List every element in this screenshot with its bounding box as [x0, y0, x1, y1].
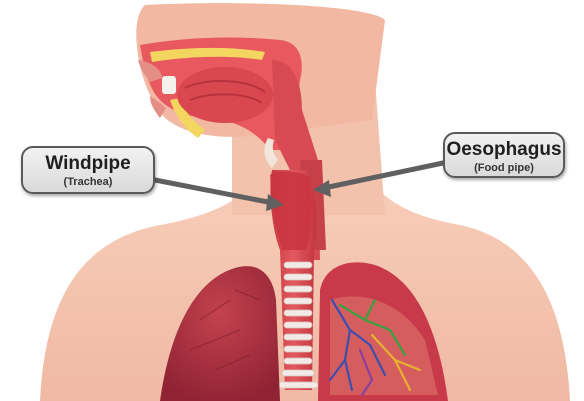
oesophagus-label: Oesophagus	[445, 139, 563, 161]
windpipe-label: Windpipe	[23, 153, 153, 175]
teeth	[162, 76, 176, 94]
trachea-sublabel: (Trachea)	[23, 175, 153, 189]
food-pipe-sublabel: (Food pipe)	[445, 161, 563, 175]
windpipe-label-box: Windpipe (Trachea)	[21, 146, 155, 194]
oesophagus-label-box: Oesophagus (Food pipe)	[443, 132, 565, 178]
